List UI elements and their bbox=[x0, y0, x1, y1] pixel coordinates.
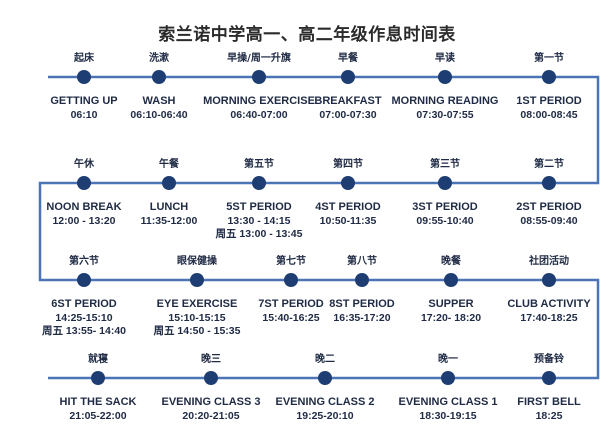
node-chinese-label: 午休 bbox=[74, 159, 94, 170]
node-time: 17:40-18:25 bbox=[520, 312, 578, 324]
node-time: 07:00-07:30 bbox=[319, 109, 377, 121]
node-english-label: FIRST BELL bbox=[517, 396, 581, 408]
node-chinese-label: 第三节 bbox=[430, 159, 460, 170]
node-time: 15:10-15:15 bbox=[168, 312, 226, 324]
node-time: 09:55-10:40 bbox=[416, 215, 474, 227]
node-time: 06:40-07:00 bbox=[230, 109, 288, 121]
node-english-label: EVENING CLASS 1 bbox=[398, 396, 498, 408]
node-english-label: NOON BREAK bbox=[46, 201, 122, 213]
node-chinese-label: 早读 bbox=[435, 53, 455, 64]
node-english-label: MORNING READING bbox=[391, 95, 499, 107]
node-time: 13:30 - 14:15 bbox=[227, 215, 291, 227]
timeline-dot bbox=[438, 176, 452, 190]
node-time: 08:00-08:45 bbox=[520, 109, 578, 121]
page-title: 索兰诺中学高一、高二年级作息时间表 bbox=[158, 25, 456, 45]
node-chinese-label: 晚三 bbox=[201, 354, 221, 365]
node-chinese-label: 眼保健操 bbox=[177, 256, 217, 267]
node-time: 06:10 bbox=[70, 109, 98, 121]
timeline-dot bbox=[542, 70, 556, 84]
node-english-label: HIT THE SACK bbox=[59, 396, 137, 408]
timeline-dot bbox=[190, 273, 204, 287]
node-english-label: LUNCH bbox=[149, 201, 189, 213]
node-chinese-label: 早操/周一升旗 bbox=[227, 53, 291, 64]
timeline-dot bbox=[318, 371, 332, 385]
timeline-dot bbox=[444, 273, 458, 287]
node-chinese-label: 第八节 bbox=[347, 256, 377, 267]
node-friday-time: 周五 14:50 - 15:35 bbox=[153, 325, 241, 337]
node-english-label: BREAKFAST bbox=[314, 95, 382, 107]
node-english-label: GETTING UP bbox=[50, 95, 118, 107]
timeline-dot bbox=[162, 176, 176, 190]
node-time: 07:30-07:55 bbox=[416, 109, 474, 121]
node-chinese-label: 起床 bbox=[74, 53, 94, 64]
node-english-label: 2ST PERIOD bbox=[516, 201, 582, 213]
node-english-label: WASH bbox=[142, 95, 176, 107]
timeline-dot bbox=[77, 70, 91, 84]
node-chinese-label: 社团活动 bbox=[529, 256, 569, 267]
timeline-dot bbox=[204, 371, 218, 385]
node-time: 10:50-11:35 bbox=[319, 215, 377, 227]
timeline-dot bbox=[542, 176, 556, 190]
timeline-dot bbox=[252, 70, 266, 84]
node-english-label: EVENING CLASS 3 bbox=[161, 396, 261, 408]
node-english-label: CLUB ACTIVITY bbox=[507, 298, 591, 310]
node-chinese-label: 午餐 bbox=[159, 159, 179, 170]
node-chinese-label: 第四节 bbox=[333, 159, 363, 170]
node-time: 15:40-16:25 bbox=[262, 312, 320, 324]
node-chinese-label: 就寝 bbox=[88, 354, 108, 365]
node-friday-time: 周五 13:00 - 13:45 bbox=[215, 228, 303, 240]
timeline-dot bbox=[542, 371, 556, 385]
node-english-label: 6ST PERIOD bbox=[51, 298, 117, 310]
timeline-dot bbox=[542, 273, 556, 287]
node-english-label: 7ST PERIOD bbox=[258, 298, 324, 310]
node-chinese-label: 晚餐 bbox=[441, 256, 461, 267]
node-english-label: 1ST PERIOD bbox=[516, 95, 582, 107]
node-chinese-label: 第二节 bbox=[534, 159, 564, 170]
node-chinese-label: 晚一 bbox=[438, 354, 458, 365]
node-time: 11:35-12:00 bbox=[140, 215, 198, 227]
node-english-label: MORNING EXERCISE bbox=[203, 95, 315, 107]
node-friday-time: 周五 13:55- 14:40 bbox=[41, 325, 127, 337]
node-time: 21:05-22:00 bbox=[69, 410, 127, 422]
node-time: 17:20- 18:20 bbox=[420, 312, 482, 324]
timeline-dot bbox=[341, 176, 355, 190]
timeline-dot bbox=[77, 176, 91, 190]
node-time: 14:25-15:10 bbox=[55, 312, 113, 324]
timeline-dot bbox=[438, 70, 452, 84]
node-chinese-label: 第七节 bbox=[276, 256, 306, 267]
node-time: 20:20-21:05 bbox=[182, 410, 240, 422]
timeline-dot bbox=[284, 273, 298, 287]
node-time: 06:10-06:40 bbox=[130, 109, 188, 121]
node-chinese-label: 早餐 bbox=[338, 53, 358, 64]
node-chinese-label: 第六节 bbox=[69, 256, 99, 267]
timeline-dot bbox=[91, 371, 105, 385]
timeline-dot bbox=[341, 70, 355, 84]
timeline-dot bbox=[252, 176, 266, 190]
node-chinese-label: 预备铃 bbox=[534, 354, 564, 365]
node-time: 18:25 bbox=[535, 410, 563, 422]
timeline-dot bbox=[441, 371, 455, 385]
node-chinese-label: 洗漱 bbox=[149, 53, 169, 64]
node-english-label: 5ST PERIOD bbox=[226, 201, 292, 213]
node-time: 12:00 - 13:20 bbox=[52, 215, 116, 227]
node-chinese-label: 晚二 bbox=[315, 354, 335, 365]
node-time: 16:35-17:20 bbox=[333, 312, 391, 324]
node-chinese-label: 第一节 bbox=[534, 53, 564, 64]
timeline-dot bbox=[355, 273, 369, 287]
timeline-dot bbox=[152, 70, 166, 84]
node-english-label: 8ST PERIOD bbox=[329, 298, 395, 310]
node-chinese-label: 第五节 bbox=[244, 159, 274, 170]
node-time: 19:25-20:10 bbox=[296, 410, 354, 422]
node-english-label: 4ST PERIOD bbox=[315, 201, 381, 213]
node-english-label: 3ST PERIOD bbox=[412, 201, 478, 213]
timeline-dot bbox=[77, 273, 91, 287]
node-english-label: EVENING CLASS 2 bbox=[275, 396, 375, 408]
node-time: 18:30-19:15 bbox=[419, 410, 477, 422]
node-time: 08:55-09:40 bbox=[520, 215, 578, 227]
node-english-label: SUPPER bbox=[428, 298, 474, 310]
node-english-label: EYE EXERCISE bbox=[156, 298, 238, 310]
